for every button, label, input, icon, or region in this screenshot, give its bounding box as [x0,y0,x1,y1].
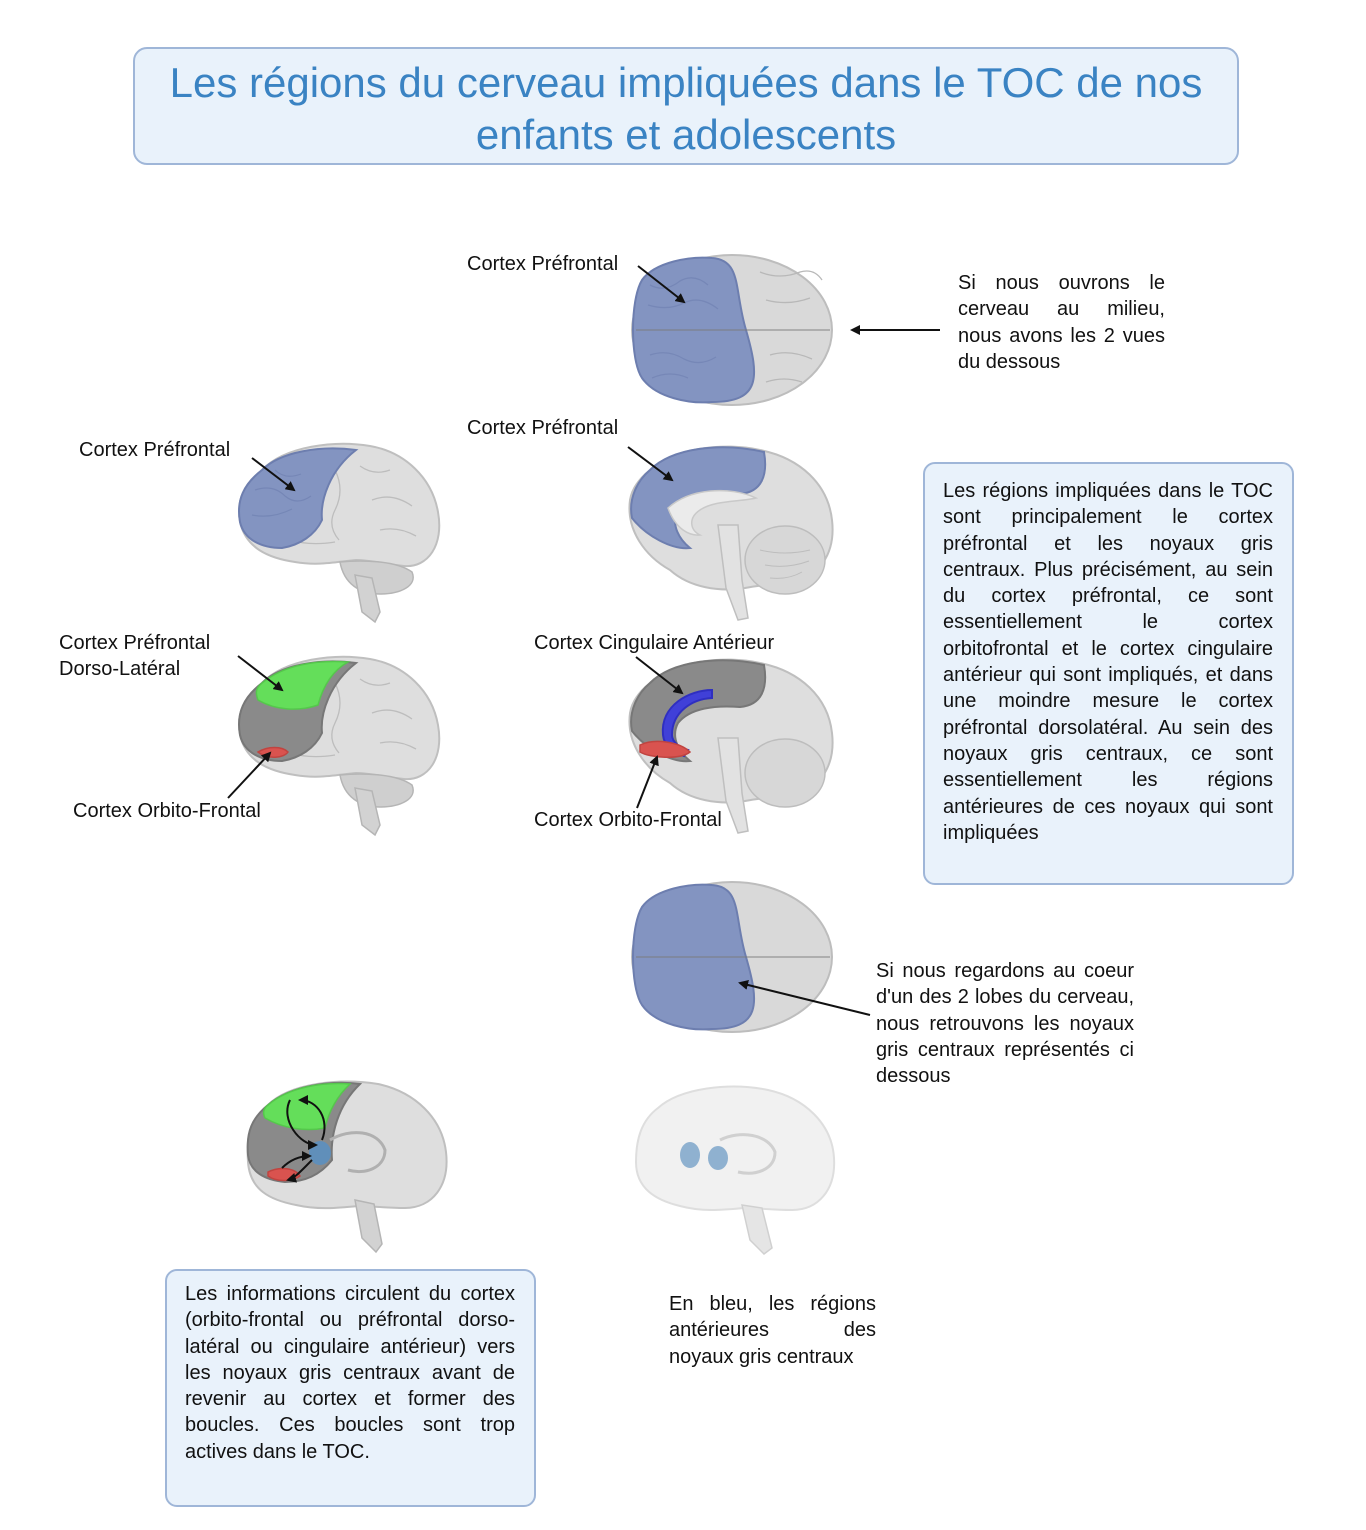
brain-top-view [631,254,833,406]
label-prefrontal-lateral: Cortex Préfrontal [79,439,231,461]
brain-loops [246,1080,448,1254]
loops-box: Les informations circulent du cortex (or… [165,1269,536,1507]
brain-top-view-2 [631,881,833,1033]
brain-medial-prefrontal [628,445,834,621]
title-box: Les régions du cerveau impliquées dans l… [133,47,1239,165]
label-prefrontal-top: Cortex Préfrontal [467,253,619,275]
label-dlpfc: Cortex Préfrontal Dorso-Latéral [59,632,211,680]
label-ofc-medial: Cortex Orbito-Frontal [534,809,722,831]
note-open-brain: Si nous ouvrons le cerveau au milieu, no… [958,272,1165,373]
note-lobe-core: Si nous regardons au coeur d'un des 2 lo… [876,960,1134,1088]
page-title: Les régions du cerveau impliquées dans l… [169,59,1203,158]
brain-medial-acc-ofc [628,658,834,834]
note-blue-regions: En bleu, les régions antérieures des noy… [669,1293,876,1368]
annotation-arrows [227,265,940,1016]
brain-lateral-dlpfc-ofc [237,655,441,836]
summary-box: Les régions impliquées dans le TOC sont … [923,462,1294,885]
note-loops: Les informations circulent du cortex (or… [185,1283,515,1463]
brain-lateral-prefrontal [238,447,359,550]
note-regions-summary: Les régions impliquées dans le TOC sont … [943,480,1273,844]
label-prefrontal-medial: Cortex Préfrontal [467,417,619,439]
label-ofc-lateral: Cortex Orbito-Frontal [73,800,261,822]
brain-transparent-basal-ganglia [634,1085,836,1255]
label-acc: Cortex Cingulaire Antérieur [534,632,775,654]
